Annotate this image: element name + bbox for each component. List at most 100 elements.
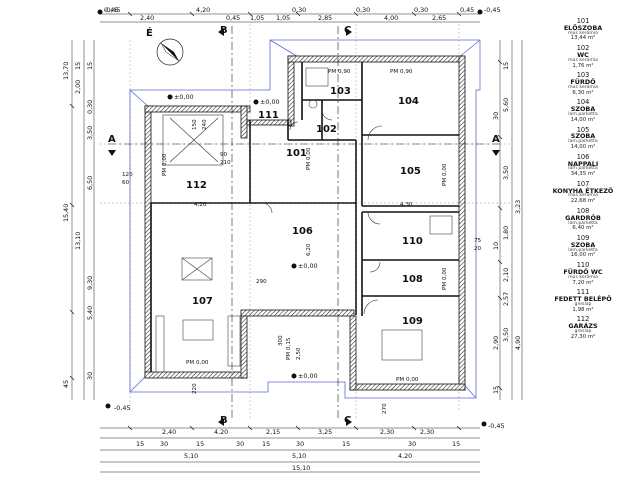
svg-text:13,10: 13,10 [74,232,82,250]
svg-text:5,60: 5,60 [502,98,510,112]
level-111-entry: ±0,00 [260,98,280,106]
svg-text:4,20: 4,20 [398,452,412,460]
room-105: 105 [400,166,421,177]
svg-text:0,30: 0,30 [86,100,94,114]
level-sw: -0,45 [114,404,131,412]
pm-109: PM 0,00 [396,377,419,383]
svg-text:3,23: 3,23 [514,200,522,214]
north-arrow-icon [156,38,184,66]
interior-walls [150,62,459,372]
svg-text:4,00: 4,00 [384,14,398,22]
pm-107: PM 0,00 [186,360,209,366]
level-terrace: ±0,00 [298,372,318,380]
section-label-a-right: A [492,134,500,145]
exterior-walls [144,55,466,391]
svg-text:13,70: 13,70 [62,62,70,80]
dims-bottom: 2,40 4,20 2,15 3,25 2,30 2,30 15 30 15 3… [136,428,460,472]
svg-text:15: 15 [74,62,82,70]
svg-text:45: 45 [62,380,70,388]
section-label-c-bottom: C [344,415,351,426]
svg-text:3,50: 3,50 [86,126,94,140]
svg-text:0,45: 0,45 [226,14,240,22]
legend-item-106: 106 NAPPALI lam.parketta 34,35 m² [567,152,599,178]
svg-text:4,90: 4,90 [514,336,522,350]
level-nw: -0,45 [104,6,121,14]
svg-text:15: 15 [502,62,510,70]
svg-text:2,85: 2,85 [318,14,332,22]
svg-text:0,45: 0,45 [104,6,118,14]
svg-text:10: 10 [492,242,500,250]
section-label-b-bottom: B [220,415,228,426]
svg-text:2,00: 2,00 [74,80,82,94]
opening-290: 290 [256,279,267,285]
svg-text:2,30: 2,30 [420,428,434,436]
legend-item-107: 107 KONYHA ÉTKEZŐ mús kerámia 22,68 m² [552,179,614,205]
opening-210: 210 [220,160,231,166]
opening-270: 270 [382,403,388,414]
pm-terrace: PM 0,15 [286,337,292,360]
svg-text:15: 15 [262,440,270,448]
kitchen-furniture [155,67,453,373]
opening-60: 60 [122,180,130,186]
svg-text:30: 30 [236,440,244,448]
svg-text:2,30: 2,30 [380,428,394,436]
opening-300: 300 [278,335,284,346]
opening-20: 20 [474,246,482,252]
svg-text:30: 30 [408,440,416,448]
opening-90: 90 [220,152,228,158]
room-106: 106 [292,226,313,237]
svg-text:0,30: 0,30 [292,6,306,14]
svg-text:2,90: 2,90 [492,336,500,350]
svg-text:2,10: 2,10 [502,268,510,282]
pm-104: PM 0,90 [390,69,413,75]
room-legend: 101 ELŐSZOBA mús kerámia 13,44 m² 102 WC… [528,18,638,344]
svg-text:3,25: 3,25 [318,428,332,436]
pm-108: PM 0,00 [442,267,448,290]
room-101: 101 [286,148,307,159]
room-107: 107 [192,296,213,307]
room-102: 102 [316,124,337,135]
svg-text:30: 30 [160,440,168,448]
svg-text:15: 15 [86,62,94,70]
svg-text:15: 15 [342,440,350,448]
svg-text:15: 15 [492,386,500,394]
dims-top: 0,45 2,40 4,20 0,45 1,05 1,05 0,30 2,85 … [104,6,474,22]
opening-4-20: 4,20 [194,202,207,208]
svg-text:2,15: 2,15 [266,428,280,436]
room-109: 109 [402,316,423,327]
legend-item-105: 105 SZOBA lam.parketta 14,00 m² [568,125,598,150]
pm-101: PM 0,00 [306,147,312,170]
dimension-lines [71,13,523,473]
roof-outline [129,39,481,399]
opening-2-50: 2,50 [296,347,302,360]
section-lines [108,26,500,420]
opening-150: 150 [192,119,198,130]
svg-text:0,30: 0,30 [356,6,370,14]
opening-220: 220 [192,383,198,394]
legend-item-109: 109 SZOBA lam.parketta 16,00 m² [568,234,598,259]
pm-112: PM 0,00 [162,153,168,176]
pm-103: PM 0,90 [328,69,351,75]
legend-item-104: 104 SZOBA lam.parketta 14,00 m² [568,98,598,123]
level-106: ±0,00 [298,262,318,270]
svg-text:2,65: 2,65 [432,14,446,22]
svg-text:1,80: 1,80 [502,226,510,240]
svg-text:15: 15 [136,440,144,448]
dims-right: 3,23 5,60 3,50 1,80 2,10 2,57 3,50 4,90 … [492,62,522,394]
svg-text:15: 15 [452,440,460,448]
svg-text:1,05: 1,05 [276,14,290,22]
svg-text:5,10: 5,10 [292,452,306,460]
section-label-c-top: C [344,25,351,36]
opening-75: 75 [474,238,482,244]
legend-item-108: 108 GARDRÓB lam.parketta 6,40 m² [565,206,601,232]
legend-item-111: 111 FEDETT BELÉPŐ greslap 1,98 m² [554,288,612,313]
pm-105: PM 0,00 [442,163,448,186]
svg-text:15,10: 15,10 [292,464,310,472]
legend-item-101: 101 ELŐSZOBA mús kerámia 13,44 m² [563,17,603,42]
svg-text:4,20: 4,20 [196,6,210,14]
svg-text:2,40: 2,40 [140,14,154,22]
opening-6-20: 6,20 [306,243,312,256]
level-markers [97,9,487,427]
svg-text:6,50: 6,50 [86,176,94,190]
